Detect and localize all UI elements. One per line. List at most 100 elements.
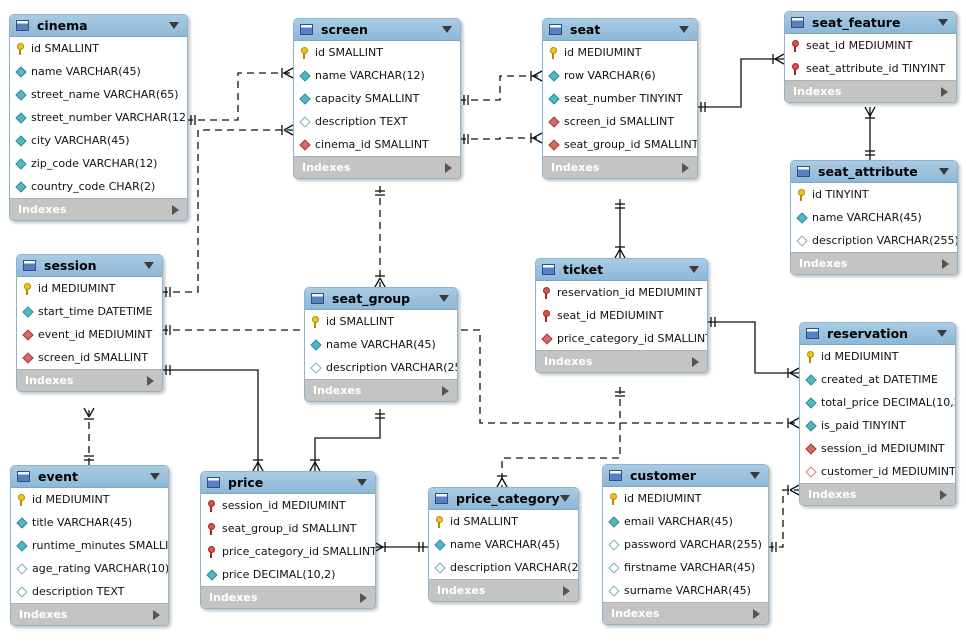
column-row[interactable]: id TINYINT bbox=[791, 183, 957, 206]
expand-arrow-icon[interactable] bbox=[753, 608, 760, 619]
table-header[interactable]: ticket bbox=[536, 259, 707, 281]
column-row[interactable]: id SMALLINT bbox=[429, 510, 578, 533]
column-row[interactable]: seat_group_id SMALLINT bbox=[201, 517, 375, 540]
collapse-arrow-icon[interactable] bbox=[439, 295, 449, 302]
column-row[interactable]: price_category_id SMALLINT bbox=[201, 540, 375, 563]
column-row[interactable]: description VARCHAR(25... bbox=[429, 556, 578, 579]
table-header[interactable]: seat_attribute bbox=[791, 161, 957, 183]
table-header[interactable]: event bbox=[11, 466, 168, 488]
expand-arrow-icon[interactable] bbox=[563, 585, 570, 596]
table-header[interactable]: session bbox=[17, 255, 162, 277]
indexes-section[interactable]: Indexes bbox=[11, 603, 168, 625]
table-header[interactable]: cinema bbox=[10, 15, 187, 37]
table-header[interactable]: screen bbox=[294, 19, 460, 41]
collapse-arrow-icon[interactable] bbox=[939, 168, 949, 175]
column-row[interactable]: seat_group_id SMALLINT bbox=[543, 133, 697, 156]
relationship-cinema-screen[interactable] bbox=[186, 72, 293, 121]
column-row[interactable]: surname VARCHAR(45) bbox=[603, 579, 768, 602]
relationship-customer-reservation[interactable] bbox=[767, 489, 799, 548]
column-row[interactable]: event_id MEDIUMINT bbox=[17, 323, 162, 346]
column-row[interactable]: street_number VARCHAR(12) bbox=[10, 106, 187, 129]
expand-arrow-icon[interactable] bbox=[445, 162, 452, 173]
expand-arrow-icon[interactable] bbox=[153, 609, 160, 620]
column-row[interactable]: id MEDIUMINT bbox=[543, 41, 697, 64]
expand-arrow-icon[interactable] bbox=[940, 489, 947, 500]
column-row[interactable]: street_name VARCHAR(65) bbox=[10, 83, 187, 106]
collapse-arrow-icon[interactable] bbox=[679, 26, 689, 33]
relationship-seat_group-seat[interactable] bbox=[459, 137, 542, 140]
collapse-arrow-icon[interactable] bbox=[442, 26, 452, 33]
expand-arrow-icon[interactable] bbox=[442, 385, 449, 396]
column-row[interactable]: row VARCHAR(6) bbox=[543, 64, 697, 87]
expand-arrow-icon[interactable] bbox=[147, 375, 154, 386]
column-row[interactable]: is_paid TINYINT bbox=[800, 414, 955, 437]
table-header[interactable]: price_category bbox=[429, 488, 578, 510]
column-row[interactable]: session_id MEDIUMINT bbox=[201, 494, 375, 517]
column-row[interactable]: id MEDIUMINT bbox=[603, 487, 768, 510]
relationship-reservation-ticket[interactable] bbox=[706, 321, 799, 374]
column-row[interactable]: created_at DATETIME bbox=[800, 368, 955, 391]
column-row[interactable]: cinema_id SMALLINT bbox=[294, 133, 460, 156]
collapse-arrow-icon[interactable] bbox=[937, 330, 947, 337]
column-row[interactable]: seat_id MEDIUMINT bbox=[536, 304, 707, 327]
relationship-session-price[interactable] bbox=[161, 369, 259, 471]
table-header[interactable]: seat_group bbox=[305, 288, 457, 310]
column-row[interactable]: customer_id MEDIUMINT bbox=[800, 460, 955, 483]
column-row[interactable]: id MEDIUMINT bbox=[17, 277, 162, 300]
column-row[interactable]: description VARCHAR(255) bbox=[791, 229, 957, 252]
column-row[interactable]: name VARCHAR(45) bbox=[429, 533, 578, 556]
column-row[interactable]: city VARCHAR(45) bbox=[10, 129, 187, 152]
column-row[interactable]: id SMALLINT bbox=[294, 41, 460, 64]
column-row[interactable]: seat_attribute_id TINYINT bbox=[785, 57, 956, 80]
indexes-section[interactable]: Indexes bbox=[800, 483, 955, 505]
indexes-section[interactable]: Indexes bbox=[17, 369, 162, 391]
indexes-section[interactable]: Indexes bbox=[294, 156, 460, 178]
column-row[interactable]: name VARCHAR(45) bbox=[305, 333, 457, 356]
relationship-seat_group-price[interactable] bbox=[314, 409, 381, 471]
indexes-section[interactable]: Indexes bbox=[429, 579, 578, 601]
table-header[interactable]: seat bbox=[543, 19, 697, 41]
column-row[interactable]: password VARCHAR(255) bbox=[603, 533, 768, 556]
column-row[interactable]: zip_code VARCHAR(12) bbox=[10, 152, 187, 175]
column-row[interactable]: reservation_id MEDIUMINT bbox=[536, 281, 707, 304]
expand-arrow-icon[interactable] bbox=[360, 592, 367, 603]
column-row[interactable]: description TEXT bbox=[11, 580, 168, 603]
collapse-arrow-icon[interactable] bbox=[750, 472, 760, 479]
column-row[interactable]: name VARCHAR(12) bbox=[294, 64, 460, 87]
indexes-section[interactable]: Indexes bbox=[603, 602, 768, 624]
table-header[interactable]: price bbox=[201, 472, 375, 494]
column-row[interactable]: firstname VARCHAR(45) bbox=[603, 556, 768, 579]
collapse-arrow-icon[interactable] bbox=[144, 262, 154, 269]
column-row[interactable]: age_rating VARCHAR(10) bbox=[11, 557, 168, 580]
collapse-arrow-icon[interactable] bbox=[560, 495, 570, 502]
column-row[interactable]: seat_id MEDIUMINT bbox=[785, 34, 956, 57]
column-row[interactable]: screen_id SMALLINT bbox=[17, 346, 162, 369]
expand-arrow-icon[interactable] bbox=[682, 162, 689, 173]
indexes-section[interactable]: Indexes bbox=[10, 198, 187, 220]
column-row[interactable]: price_category_id SMALLINT bbox=[536, 327, 707, 350]
relationship-screen-seat[interactable] bbox=[459, 75, 542, 101]
column-row[interactable]: price DECIMAL(10,2) bbox=[201, 563, 375, 586]
column-row[interactable]: id SMALLINT bbox=[305, 310, 457, 333]
collapse-arrow-icon[interactable] bbox=[169, 22, 179, 29]
column-row[interactable]: id MEDIUMINT bbox=[11, 488, 168, 511]
indexes-section[interactable]: Indexes bbox=[791, 252, 957, 274]
expand-arrow-icon[interactable] bbox=[941, 86, 948, 97]
column-row[interactable]: screen_id SMALLINT bbox=[543, 110, 697, 133]
table-header[interactable]: customer bbox=[603, 465, 768, 487]
column-row[interactable]: id SMALLINT bbox=[10, 37, 187, 60]
table-header[interactable]: seat_feature bbox=[785, 12, 956, 34]
column-row[interactable]: id MEDIUMINT bbox=[800, 345, 955, 368]
column-row[interactable]: seat_number TINYINT bbox=[543, 87, 697, 110]
collapse-arrow-icon[interactable] bbox=[357, 479, 367, 486]
